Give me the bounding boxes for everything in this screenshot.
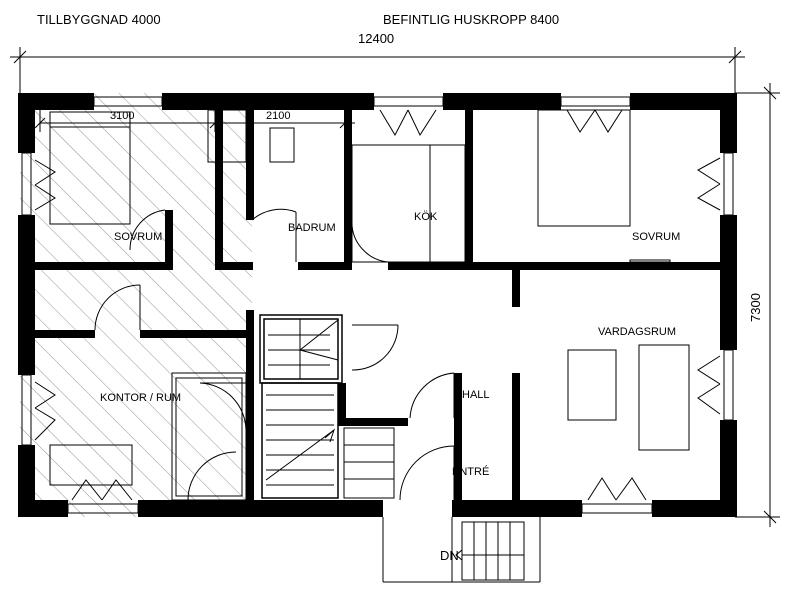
coffee-table: [567, 349, 617, 421]
room-sovrum-right: SOVRUM: [632, 231, 680, 243]
furniture: [49, 109, 690, 486]
entry-stairs: DN: [382, 517, 541, 583]
total-depth-label: 7300: [748, 293, 763, 322]
right-dimension: 7300: [735, 83, 780, 527]
exterior-walls: [18, 93, 737, 517]
room-width-left-label: 3100: [110, 110, 134, 122]
closets: [171, 109, 671, 501]
room-badrum: BADRUM: [288, 222, 336, 234]
interior-walls: [35, 110, 720, 500]
room-kontor: KONTOR / RUM: [100, 392, 181, 404]
room-hall: HALL: [462, 389, 490, 401]
room-entre: ENTRÉ: [452, 465, 489, 478]
existing-label: BEFINTLIG HUSKROPP 8400: [383, 12, 559, 27]
windows: [21, 96, 734, 514]
stairs-down-label: DN: [440, 548, 459, 563]
bathroom-fixture: [269, 127, 295, 163]
desk: [49, 444, 133, 486]
sofa: [638, 344, 690, 451]
room-vardagsrum: VARDAGSRUM: [598, 326, 676, 338]
room-width-mid-label: 2100: [266, 110, 290, 122]
bed-right: [537, 109, 631, 227]
room-sovrum-left: SOVRUM: [114, 231, 162, 243]
extension-hatch: [20, 93, 252, 517]
extension-label: TILLBYGGNAD 4000: [37, 12, 161, 27]
inner-dimensions: 3100 2100: [34, 110, 355, 132]
room-labels: SOVRUM BADRUM KÖK SOVRUM KONTOR / RUM VA…: [100, 211, 680, 478]
top-dimension: 12400: [10, 31, 745, 93]
interior-stairs: [259, 314, 395, 499]
room-kok: KÖK: [414, 211, 438, 223]
bed-left: [49, 111, 131, 225]
total-width-label: 12400: [358, 31, 394, 46]
kitchen-counter: [351, 144, 466, 263]
